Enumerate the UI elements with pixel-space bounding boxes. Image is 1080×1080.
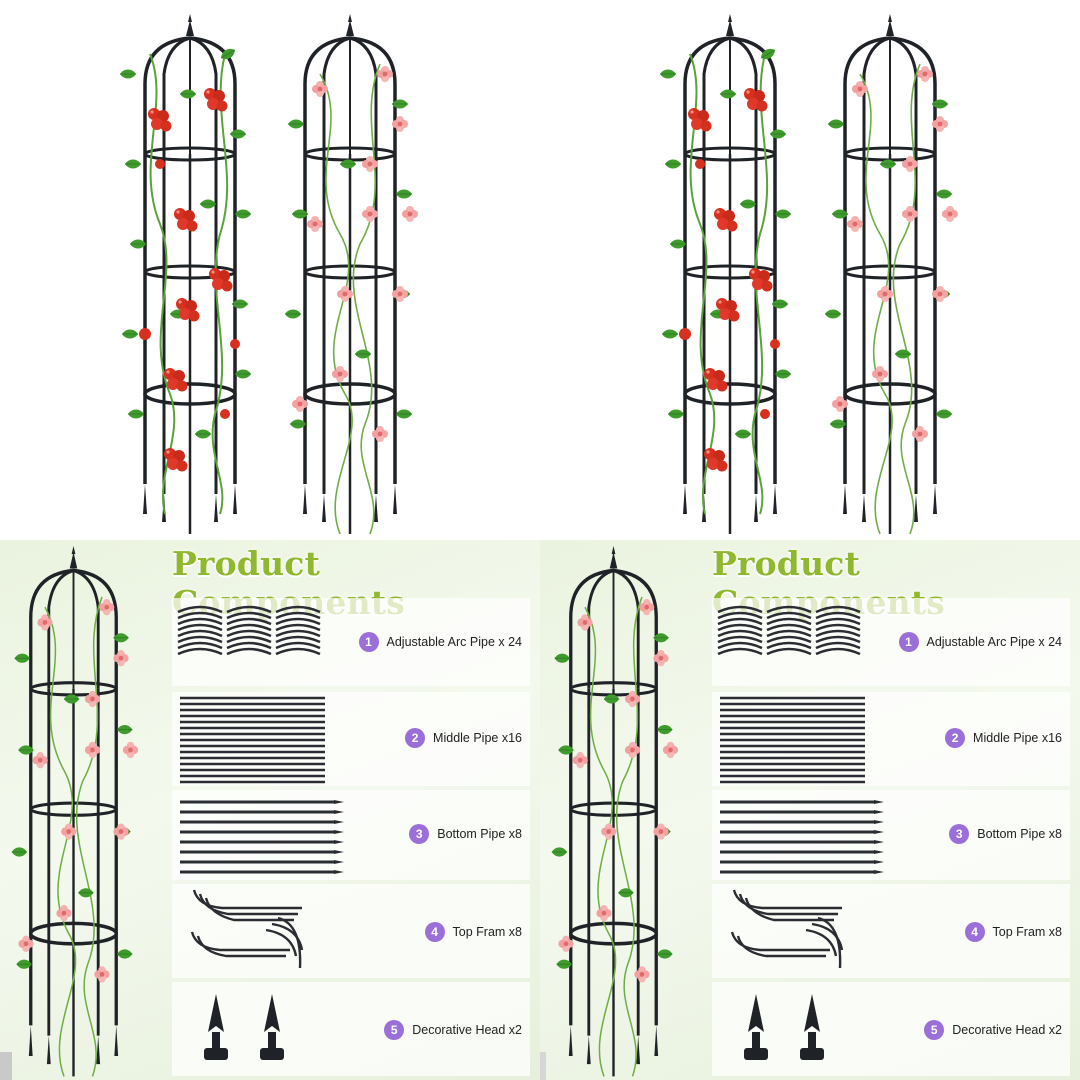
top-frame-icon [190,889,304,969]
decorative-head-icon [204,994,284,1060]
component-panel-4: 4 Top Fram x8 [712,884,1070,978]
product-components-right: Product Components 1 Adjustable Arc Pipe… [540,540,1080,1080]
step-badge: 1 [358,632,379,652]
bottom-pipe-icon [180,800,344,874]
bottom-pipe-icon [720,800,884,874]
component-text: Top Fram x8 [992,925,1062,939]
component-text: Adjustable Arc Pipe x 24 [386,635,523,649]
step-badge: 4 [964,922,985,942]
component-panel-5: 5 Decorative Head x2 [712,982,1070,1076]
step-badge: 2 [945,728,966,748]
component-text: Middle Pipe x16 [433,731,522,745]
component-panel-2: 2 Middle Pipe x16 [712,692,1070,786]
step-badge: 1 [898,632,919,652]
step-badge: 2 [405,728,426,748]
component-panel-3: 3 Bottom Pipe x8 [712,790,1070,880]
middle-pipe-icon [720,696,865,784]
component-label-5: 5 Decorative Head x2 [924,1020,1062,1040]
decorative-head-icon [744,994,824,1060]
component-label-4: 4 Top Fram x8 [424,922,522,942]
component-text: Middle Pipe x16 [973,731,1062,745]
trellis-pair-photo-left [0,0,540,540]
component-panel-2: 2 Middle Pipe x16 [172,692,530,786]
step-badge: 5 [924,1020,945,1040]
component-panel-4: 4 Top Fram x8 [172,884,530,978]
flower-trellis-side-image [540,544,710,1079]
corner-mark [540,1052,546,1080]
flower-trellis-side-image [0,544,170,1079]
step-badge: 5 [384,1020,405,1040]
component-text: Adjustable Arc Pipe x 24 [926,635,1063,649]
product-components-left: Product Components 1 Adjustable Arc Pipe… [0,540,540,1080]
component-text: Bottom Pipe x8 [977,827,1062,841]
component-label-1: 1 Adjustable Arc Pipe x 24 [898,632,1063,652]
component-label-2: 2 Middle Pipe x16 [405,728,522,748]
component-text: Decorative Head x2 [952,1023,1062,1037]
top-frame-icon [730,889,844,969]
corner-mark [0,1052,12,1080]
component-panel-1: 1 Adjustable Arc Pipe x 24 [172,598,530,686]
arc-pipe-icon [717,605,861,656]
component-text: Bottom Pipe x8 [437,827,522,841]
arc-pipe-icon [177,605,321,656]
component-label-2: 2 Middle Pipe x16 [945,728,1062,748]
step-badge: 3 [949,824,970,844]
component-panel-5: 5 Decorative Head x2 [172,982,530,1076]
middle-pipe-icon [180,696,325,784]
trellis-pair-photo-right [540,0,1080,540]
component-label-4: 4 Top Fram x8 [964,922,1062,942]
component-label-3: 3 Bottom Pipe x8 [409,824,522,844]
component-panel-1: 1 Adjustable Arc Pipe x 24 [712,598,1070,686]
component-label-3: 3 Bottom Pipe x8 [949,824,1062,844]
component-text: Top Fram x8 [452,925,522,939]
step-badge: 3 [409,824,430,844]
component-panel-3: 3 Bottom Pipe x8 [172,790,530,880]
step-badge: 4 [424,922,445,942]
component-label-1: 1 Adjustable Arc Pipe x 24 [358,632,523,652]
tomato-trellis-image [0,12,540,536]
component-label-5: 5 Decorative Head x2 [384,1020,522,1040]
flower-trellis-image [540,12,1080,536]
component-text: Decorative Head x2 [412,1023,522,1037]
